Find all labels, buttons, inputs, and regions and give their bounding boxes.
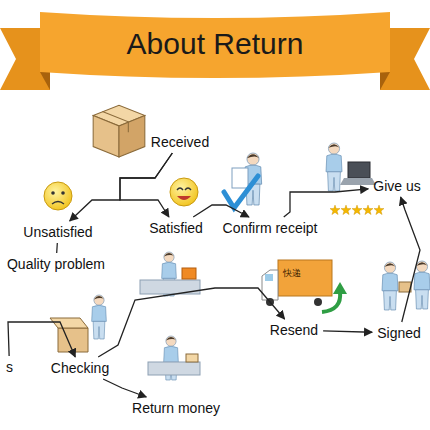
illustration-part: [50, 318, 88, 328]
step-label: Return money: [129, 399, 223, 417]
step-label: Give us: [370, 177, 423, 195]
step-label: Satisfied: [146, 219, 206, 237]
illustration-part: [177, 196, 191, 200]
illustration-part: [177, 188, 183, 190]
flow-arrow: [284, 189, 369, 217]
step-text: Return money: [132, 400, 220, 416]
illustration-part: [40, 72, 50, 90]
illustration-part: [414, 261, 430, 309]
illustration-part: [278, 260, 332, 296]
illustration-part: [93, 105, 145, 157]
illustration-part: [326, 143, 342, 191]
illustration-part: [363, 205, 373, 215]
step-text: Confirm receipt: [223, 220, 318, 236]
step-text: Quality problem: [7, 256, 105, 272]
step-label: Confirm receipt: [220, 219, 321, 237]
flow-arrow: [401, 197, 420, 322]
illustration-part: [224, 176, 258, 208]
illustration-part: [92, 295, 107, 339]
title-ribbon: [0, 12, 430, 90]
illustration-part: [182, 268, 196, 279]
received-box: [93, 105, 145, 157]
step-label: Unsatisfied: [20, 223, 95, 241]
illustration-part: [44, 182, 72, 210]
illustration-part: [61, 191, 65, 195]
illustration-part: [374, 205, 384, 215]
step-label: Checking: [48, 359, 112, 377]
step-text: Checking: [51, 360, 109, 376]
step-text: s: [6, 359, 13, 375]
illustration-part: [185, 188, 191, 190]
step-text: Received: [151, 134, 209, 150]
illustration-part: [341, 205, 351, 215]
flow-arrow: [8, 322, 75, 357]
confirm-figure: [224, 153, 262, 208]
step-text: Satisfied: [149, 220, 203, 236]
title-text: About Return: [0, 27, 430, 61]
return-money-figure: [148, 336, 200, 380]
illustration-part: [148, 362, 200, 375]
step-text: Resend: [270, 322, 318, 338]
illustration-part: [52, 202, 64, 205]
illustration-part: [58, 328, 88, 352]
flow-arrow: [98, 288, 284, 357]
illustration-part: [232, 168, 248, 188]
illustration-part: [333, 282, 347, 294]
step-label: Received: [148, 133, 212, 151]
flow-arrow: [70, 153, 173, 221]
illustration-part: [51, 191, 55, 195]
step-label: Quality problem: [4, 255, 108, 273]
illustration-part: [314, 298, 322, 306]
satisfied-face: [170, 178, 198, 206]
flow-arrow: [193, 205, 249, 217]
flow-arrow: [103, 379, 146, 397]
illustration-part: [170, 178, 198, 206]
flow-arrow: [120, 153, 172, 217]
step-text: Signed: [377, 325, 421, 341]
illustration-part: [322, 292, 340, 312]
signed-figures: [382, 261, 430, 310]
illustration-part: [330, 205, 340, 215]
flow-arrow: [56, 243, 58, 253]
step-text: Unsatisfied: [23, 224, 92, 240]
illustration-part: [352, 205, 362, 215]
flow-arrow: [323, 331, 372, 332]
step-label: Signed: [374, 324, 424, 342]
illustration-part: [340, 178, 376, 185]
station-figure: [140, 252, 200, 296]
illustration-part: [265, 274, 273, 281]
illustration-part: [380, 72, 390, 90]
delivery-truck: [262, 260, 347, 312]
illustration-part: [382, 262, 398, 310]
illustration-part: [186, 354, 198, 362]
step-text: Give us: [373, 178, 420, 194]
unsatisfied-face: [44, 182, 72, 210]
checking-figure: [50, 295, 106, 352]
step-label: Resend: [267, 321, 321, 339]
illustration-part: [348, 162, 370, 178]
step-label: s: [3, 358, 16, 376]
truck-label: 快递: [283, 267, 301, 280]
